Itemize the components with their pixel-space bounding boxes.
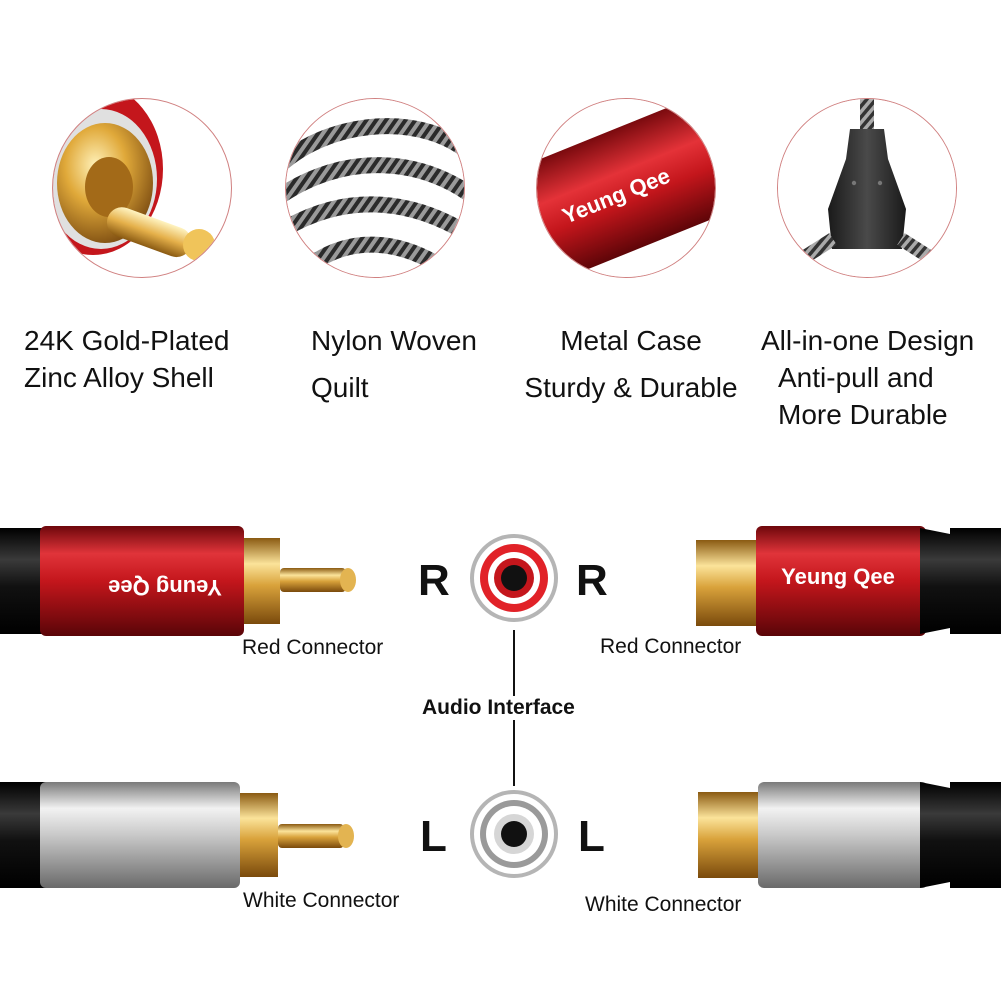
feature-gold-plated: 24K Gold-Plated Zinc Alloy Shell <box>24 325 230 393</box>
red-socket-icon <box>470 534 558 622</box>
splitter-design-closeup <box>777 98 957 278</box>
red-connector-label-right: Red Connector <box>600 635 742 658</box>
white-connector-label-right: White Connector <box>585 893 742 916</box>
red-male-plug: Yeung Qee <box>0 526 356 636</box>
audio-interface-label: Audio Interface <box>420 696 577 720</box>
feature-nylon-woven: Nylon Woven Quilt <box>311 325 478 403</box>
white-female-jack <box>698 782 1001 888</box>
feature-all-in-one: All-in-one Design Anti-pull and More Dur… <box>761 325 975 430</box>
white-socket-icon <box>470 790 558 878</box>
red-female-jack: Yeung Qee <box>696 526 1001 636</box>
left-channel-label-left: L <box>420 812 447 861</box>
right-channel-label-right: R <box>576 556 608 605</box>
nylon-braided-cable-closeup <box>285 98 465 278</box>
left-channel-label-right: L <box>578 812 605 861</box>
connector-diagram: Yeung Qee Yeung Qee <box>0 500 1001 940</box>
gold-plated-plug-closeup <box>52 98 232 278</box>
white-connector-label-left: White Connector <box>243 889 400 912</box>
white-male-plug <box>0 782 354 888</box>
metal-case-closeup: Yeung Qee <box>536 98 716 278</box>
red-connector-label-left: Red Connector <box>242 636 384 659</box>
brand-text-flipped: Yeung Qee <box>108 575 222 600</box>
right-channel-label-left: R <box>418 556 450 605</box>
brand-text: Yeung Qee <box>781 564 895 589</box>
feature-metal-case: Metal Case Sturdy & Durable <box>524 325 738 403</box>
